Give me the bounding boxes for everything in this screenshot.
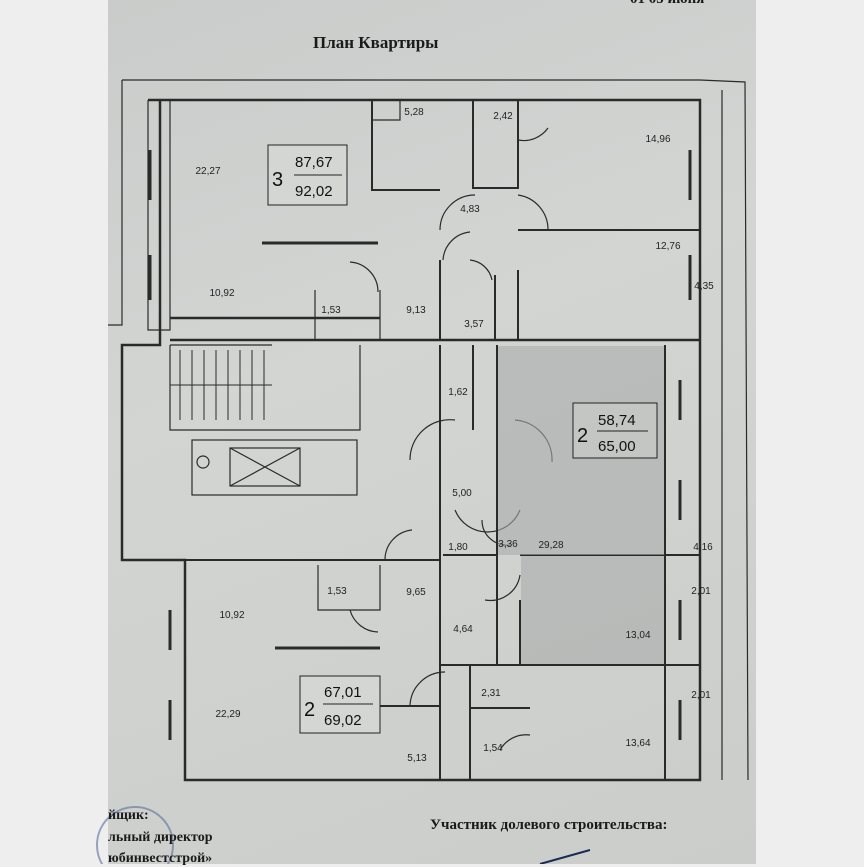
room-area: 2,01	[691, 586, 711, 597]
room-area: 3,57	[464, 319, 484, 330]
room-area: 10,92	[209, 288, 234, 299]
room-area: 4,83	[460, 204, 480, 215]
room-area: 4,16	[693, 542, 713, 553]
developer-line: льный директор	[108, 830, 213, 845]
svg-text:2: 2	[577, 425, 588, 447]
svg-text:92,02: 92,02	[295, 183, 333, 200]
room-area: 5,28	[404, 107, 424, 118]
room-area: 1,54	[483, 743, 503, 754]
room-area: 5,00	[452, 488, 472, 499]
svg-text:65,00: 65,00	[598, 438, 636, 455]
room-area: 1,53	[321, 305, 341, 316]
room-area: 2,01	[691, 690, 711, 701]
apartment-label: 3 87,67 92,02	[267, 144, 348, 206]
stamp	[96, 806, 174, 864]
document-date: 01 05 июня	[630, 0, 704, 8]
room-area: 2,42	[493, 111, 513, 122]
room-area: 13,64	[625, 738, 650, 749]
svg-text:58,74: 58,74	[598, 412, 636, 429]
room-area: 22,29	[215, 709, 240, 720]
svg-text:69,02: 69,02	[324, 712, 362, 729]
room-area: 9,13	[406, 305, 426, 316]
room-area: 5,13	[407, 753, 427, 764]
room-area: 1,62	[448, 387, 468, 398]
svg-text:2: 2	[304, 699, 315, 721]
signature	[539, 849, 591, 864]
room-area: 9,65	[406, 587, 426, 598]
developer-line: йщик:	[108, 808, 149, 823]
room-area: 13,04	[625, 630, 650, 641]
room-area: 2,31	[481, 688, 501, 699]
developer-line: юбинвестстрой»	[108, 851, 213, 866]
apartment-label: 2 67,01 69,02	[299, 675, 381, 734]
svg-text:67,01: 67,01	[324, 684, 362, 701]
apartment-label: 2 58,74 65,00	[572, 402, 658, 459]
shaded-room	[521, 556, 664, 664]
room-area: 4,35	[694, 281, 714, 292]
room-area: 14,96	[645, 134, 670, 145]
room-area-labels: 5,28 2,42 14,96 22,27 4,83 12,76 4,35 10…	[195, 107, 714, 764]
page-title: План Квартиры	[313, 33, 439, 52]
participant-label: Участник долевого строительства:	[430, 817, 668, 833]
room-area: 1,53	[327, 586, 347, 597]
room-area: 22,27	[195, 166, 220, 177]
room-area: 1,80	[448, 542, 468, 553]
room-area: 4,64	[453, 624, 473, 635]
room-area: 10,92	[219, 610, 244, 621]
room-area: 29,28	[538, 540, 563, 551]
svg-text:87,67: 87,67	[295, 154, 333, 171]
room-area: 3,36	[498, 539, 518, 550]
svg-text:3: 3	[272, 169, 283, 191]
room-area: 12,76	[655, 241, 680, 252]
